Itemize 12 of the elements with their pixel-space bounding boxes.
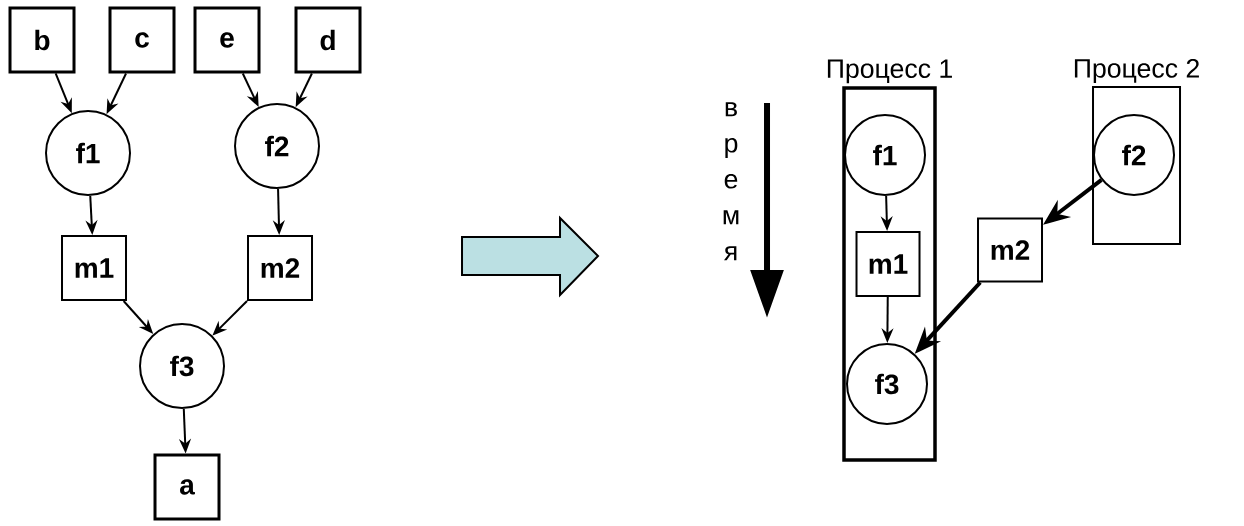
process-box: m1 <box>855 231 921 297</box>
process-box: d <box>294 6 362 74</box>
node-label: Процесс 1 <box>827 59 952 84</box>
process-box: m2 <box>247 235 313 301</box>
axis-label: в р е м я <box>723 102 739 261</box>
process-box: c <box>108 6 176 74</box>
process-box: a <box>153 453 221 521</box>
process-box: e <box>193 6 261 74</box>
process-box: m2 <box>977 217 1043 283</box>
process-box: m1 <box>61 235 127 301</box>
process-box: b <box>8 6 76 74</box>
node-label: Процесс 2 <box>1074 58 1199 84</box>
